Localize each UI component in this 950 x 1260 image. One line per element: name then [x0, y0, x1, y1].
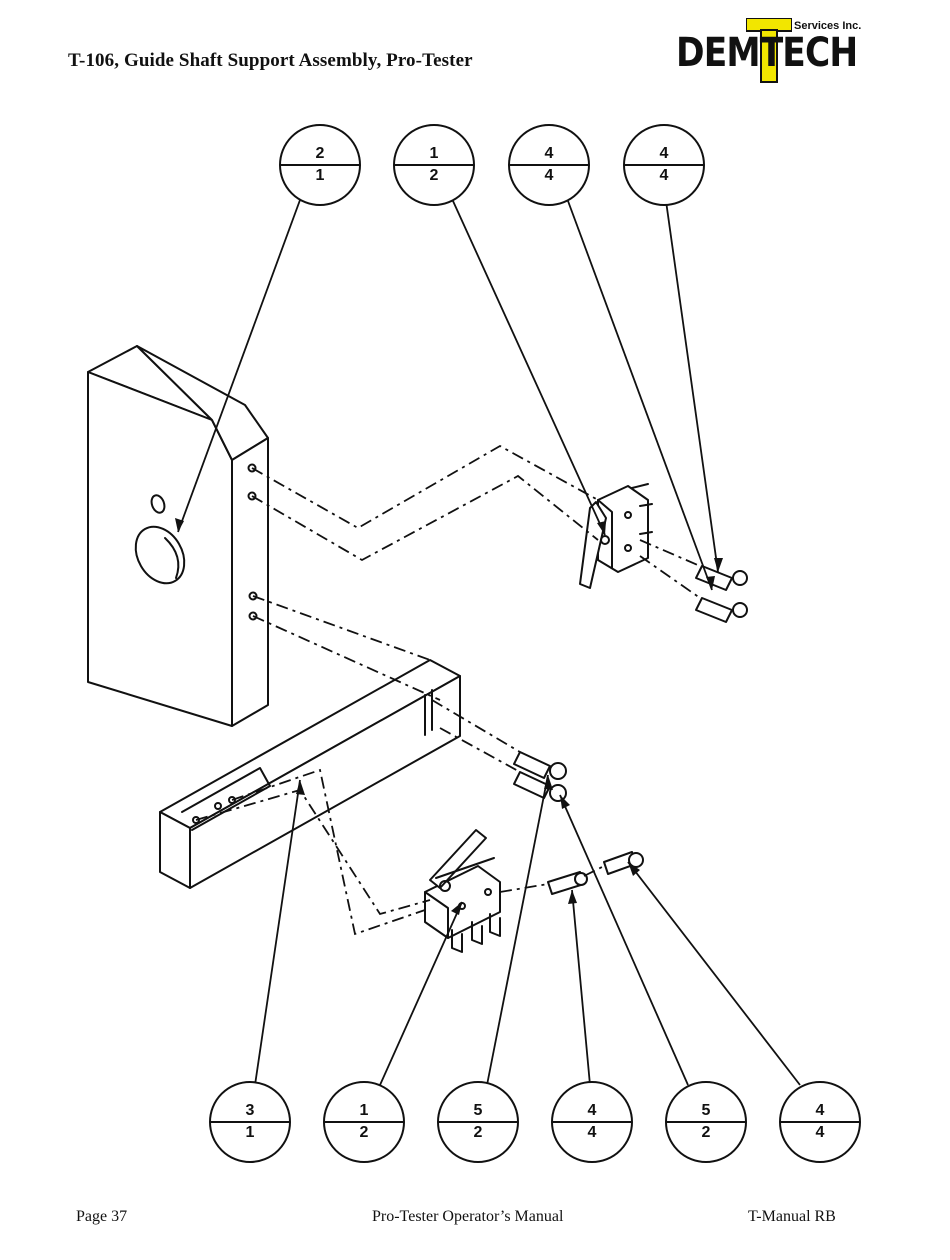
callout-1-2: 1 2: [394, 125, 474, 205]
callout-4-4: 4 4: [780, 1082, 860, 1162]
callout-5-2: 5 2: [666, 1082, 746, 1162]
callout-bottom-number: 2: [430, 167, 439, 184]
callout-4-4: 4 4: [552, 1082, 632, 1162]
callout-bottom-number: 4: [660, 167, 669, 184]
callout-top-number: 5: [474, 1102, 483, 1119]
callout-bottom-number: 2: [360, 1124, 369, 1141]
callout-bottom-number: 4: [816, 1124, 825, 1141]
callout-top-number: 4: [660, 145, 669, 162]
callout-top-number: 3: [246, 1102, 255, 1119]
footer-page-number: Page 37: [76, 1208, 127, 1226]
footer-revision: T-Manual RB: [748, 1208, 836, 1226]
leader-lines: [178, 200, 800, 1085]
callout-top-number: 2: [316, 145, 325, 162]
callout-5-2: 5 2: [438, 1082, 518, 1162]
callout-bottom-number: 1: [316, 167, 325, 184]
callout-1-2: 1 2: [324, 1082, 404, 1162]
callout-bottom-number: 1: [246, 1124, 255, 1141]
callout-top-number: 4: [816, 1102, 825, 1119]
callout-top-number: 1: [360, 1102, 369, 1119]
callout-top-number: 5: [702, 1102, 711, 1119]
callout-bottom-number: 2: [474, 1124, 483, 1141]
footer-manual-title: Pro-Tester Operator’s Manual: [372, 1208, 563, 1226]
callout-bottom-number: 4: [588, 1124, 597, 1141]
callout-4-4: 4 4: [624, 125, 704, 205]
callout-bottom-number: 2: [702, 1124, 711, 1141]
callout-4-4: 4 4: [509, 125, 589, 205]
upper-screws: [696, 566, 747, 622]
callout-2-1: 2 1: [280, 125, 360, 205]
callout-top-number: 4: [545, 145, 554, 162]
callout-3-1: 3 1: [210, 1082, 290, 1162]
support-block: [88, 346, 268, 726]
upper-switch: [580, 484, 652, 588]
callout-top-number: 4: [588, 1102, 597, 1119]
callout-top-number: 1: [430, 145, 439, 162]
callout-bottom-number: 4: [545, 167, 554, 184]
middle-screws: [514, 752, 566, 801]
